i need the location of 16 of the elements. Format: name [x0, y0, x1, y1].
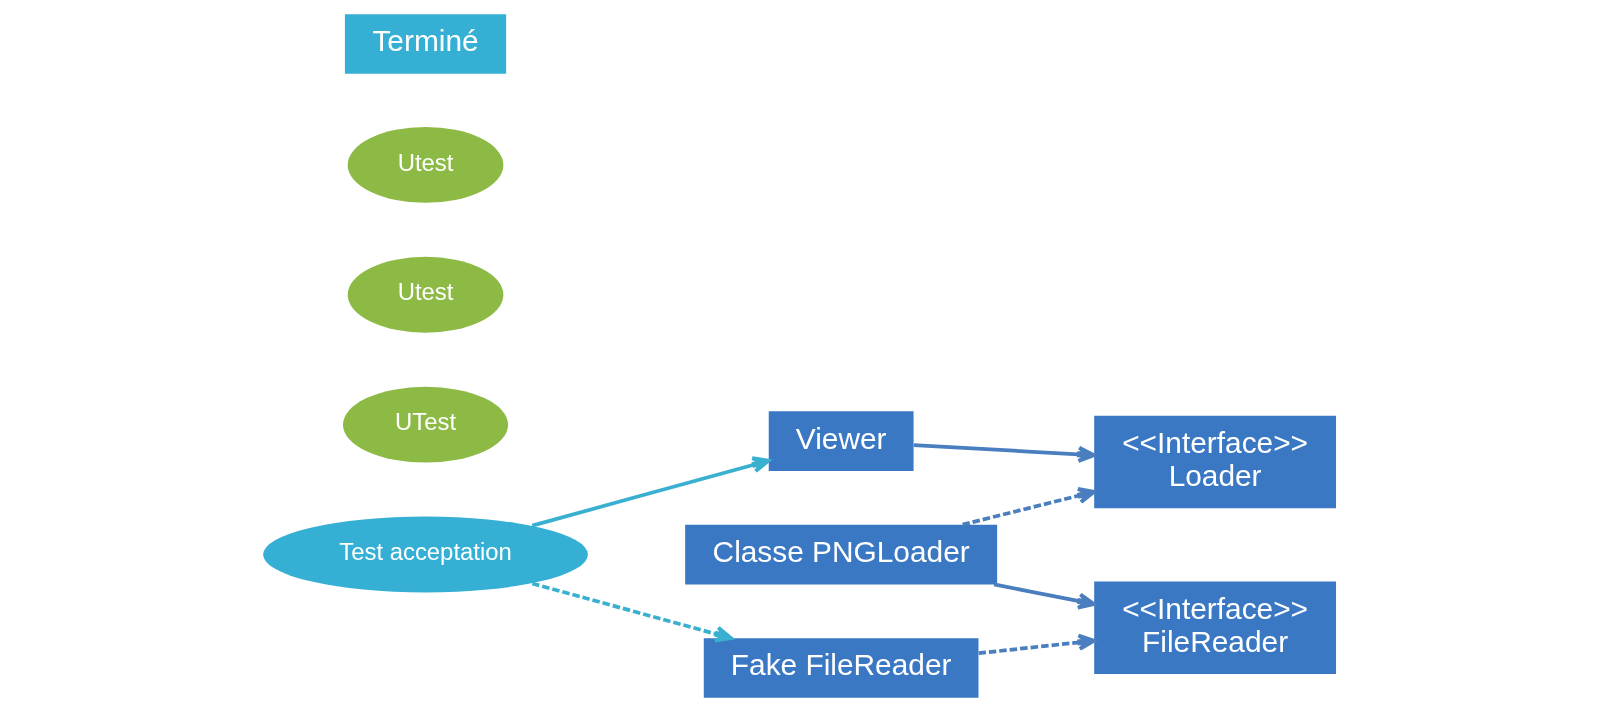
node-box: Fake FileReader [703, 638, 978, 698]
arrow [531, 456, 770, 528]
arrow [993, 582, 1096, 610]
node-box: Viewer [768, 411, 914, 471]
arrow [531, 581, 733, 643]
node-ellipse: Utest [347, 127, 503, 203]
node-ellipse: Utest [347, 256, 503, 333]
node-box: <<Interface>> Loader [1093, 415, 1336, 509]
arrow [977, 633, 1096, 656]
node-box: <<Interface>> FileReader [1093, 581, 1336, 674]
node-ellipse: Test acceptation [262, 516, 588, 593]
node-ellipse: UTest [342, 386, 508, 463]
node-box: Terminé [344, 14, 506, 74]
node-box: Classe PNGLoader [684, 524, 997, 585]
arrow [913, 443, 1096, 463]
arrow [961, 487, 1096, 527]
